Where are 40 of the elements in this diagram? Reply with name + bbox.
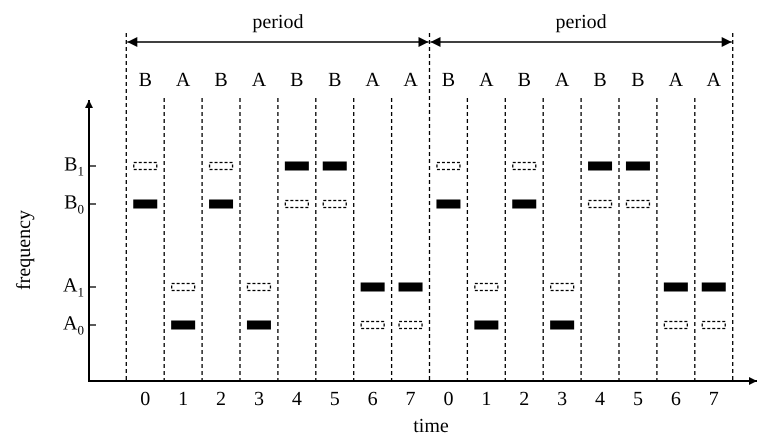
tick-label: 3 xyxy=(254,388,264,410)
axis-title: time xyxy=(413,415,449,437)
slot-letter: B xyxy=(593,69,607,91)
tick-label: 6 xyxy=(670,388,681,410)
tick-label: 7 xyxy=(708,388,719,410)
tick-label: 2 xyxy=(519,388,530,410)
frequency-level-label: A$_{1}$ xyxy=(63,274,84,302)
slot-letter: B xyxy=(442,69,456,91)
tick-label: 5 xyxy=(632,388,643,410)
slot-letter: A xyxy=(403,69,418,91)
tick-label: 6 xyxy=(368,388,378,410)
tick-label: 0 xyxy=(140,388,150,410)
tick-label: 1 xyxy=(481,388,492,410)
slot-letter: B xyxy=(328,69,342,91)
tick-label: 1 xyxy=(178,388,188,410)
frequency-level-label: B$_{0}$ xyxy=(64,192,84,218)
slot-letter: A xyxy=(706,69,721,91)
tick-label: 4 xyxy=(292,388,302,410)
slot-letter: A xyxy=(365,69,380,91)
tick-label: 7 xyxy=(406,388,416,410)
slot-letter: B xyxy=(214,69,228,91)
slot-letter: B xyxy=(631,69,645,91)
slot-letter: A xyxy=(479,69,494,91)
period-label: period xyxy=(556,11,607,33)
slot-letter: A xyxy=(668,69,684,91)
slot-letter: A xyxy=(176,69,190,91)
frequency-level-label: B$_{1}$ xyxy=(64,154,84,180)
frequency-level-label: A$_{0}$ xyxy=(63,312,84,340)
slot-letter: A xyxy=(554,69,570,91)
axis-title: frequency xyxy=(13,210,35,290)
tick-label: 0 xyxy=(443,388,454,410)
slot-letter: B xyxy=(138,69,152,91)
tick-label: 2 xyxy=(216,388,226,410)
period-label: period xyxy=(252,11,304,33)
slot-letter: B xyxy=(290,69,304,91)
slot-letter: A xyxy=(252,69,266,91)
tick-label: 5 xyxy=(330,388,340,410)
tick-label: 3 xyxy=(557,388,568,410)
tick-label: 4 xyxy=(595,388,606,410)
slot-letter: B xyxy=(518,69,531,91)
